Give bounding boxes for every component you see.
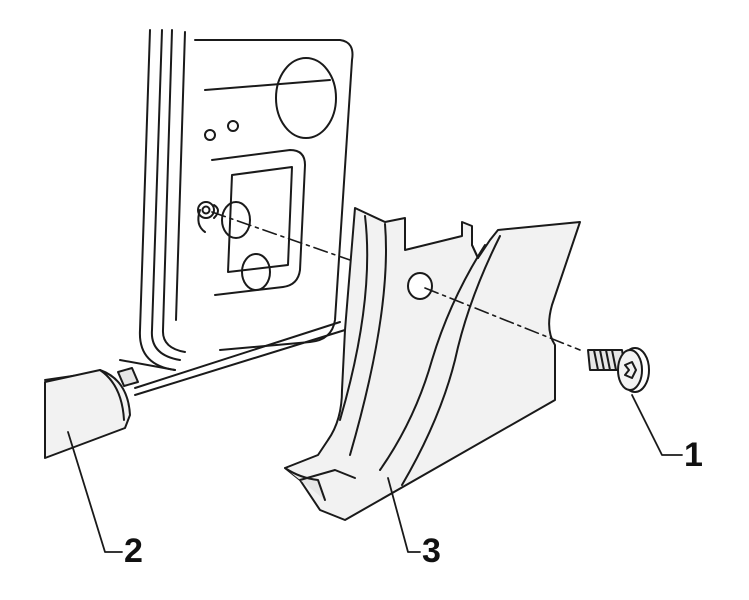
callout-label-1: 1 — [684, 436, 703, 474]
body-mounting-hole — [197, 201, 219, 219]
leader-line-2 — [67, 431, 123, 553]
alignment-line-body — [211, 211, 351, 261]
callout-label-3: 3 — [422, 532, 441, 570]
alignment-line-screw — [424, 287, 581, 351]
door-frame — [44, 29, 346, 396]
leader-lines — [67, 394, 683, 553]
sill-trim-panel — [44, 367, 139, 459]
leader-line-3 — [387, 477, 421, 553]
pillar-trim-panel — [284, 207, 581, 521]
inner-panel — [194, 39, 354, 351]
screw-fastener — [587, 347, 650, 393]
callout-label-2: 2 — [124, 532, 143, 570]
alignment-lines — [211, 211, 581, 351]
leader-line-1 — [631, 394, 683, 456]
